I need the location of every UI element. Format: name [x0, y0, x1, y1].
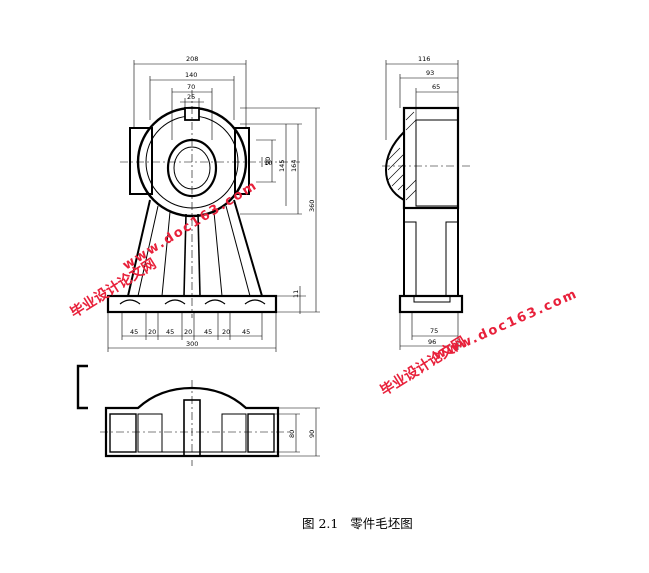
front-dimension-lines — [107, 60, 320, 352]
dim-45-b: 45 — [166, 328, 174, 336]
dim-140: 140 — [185, 71, 197, 79]
plan-view — [76, 364, 290, 466]
dim-80: 80 — [288, 430, 296, 438]
dim-20-a: 20 — [148, 328, 156, 336]
dim-93: 93 — [426, 69, 434, 77]
dim-208: 208 — [186, 55, 198, 63]
front-view — [106, 90, 300, 318]
dim-25: 25 — [187, 93, 195, 101]
side-dimension-text: 116 93 65 75 96 — [418, 55, 440, 346]
dim-45-d: 45 — [242, 328, 250, 336]
dim-75: 75 — [430, 327, 438, 335]
dim-11: 11 — [292, 290, 300, 298]
dim-20-b: 20 — [184, 328, 192, 336]
watermark-url-left: www.doc163.com — [120, 178, 261, 274]
dim-90: 90 — [264, 157, 272, 165]
dim-96: 96 — [428, 338, 436, 346]
front-dimension-text: 208 140 70 25 10 90 145 164 360 11 45 20… — [130, 55, 316, 348]
dim-70: 70 — [187, 83, 195, 91]
plan-dimension-text: 80 90 — [288, 430, 316, 438]
dim-10: 10 — [264, 159, 272, 167]
dim-360: 360 — [308, 200, 316, 212]
plan-dimension-lines — [274, 407, 320, 457]
dim-45-a: 45 — [130, 328, 138, 336]
dim-300: 300 — [186, 340, 198, 348]
dim-65: 65 — [432, 83, 440, 91]
dim-164: 164 — [290, 160, 298, 172]
dim-90-plan: 90 — [308, 430, 316, 438]
dim-116: 116 — [418, 55, 430, 63]
figure-caption: 图 2.1 零件毛坯图 — [302, 516, 413, 531]
side-view — [382, 106, 470, 314]
dim-145: 145 — [278, 160, 286, 172]
watermark-url-right: www.doc163.com — [432, 286, 581, 363]
dim-20-c: 20 — [222, 328, 230, 336]
dim-45-c: 45 — [204, 328, 212, 336]
side-dimension-lines — [385, 60, 462, 350]
